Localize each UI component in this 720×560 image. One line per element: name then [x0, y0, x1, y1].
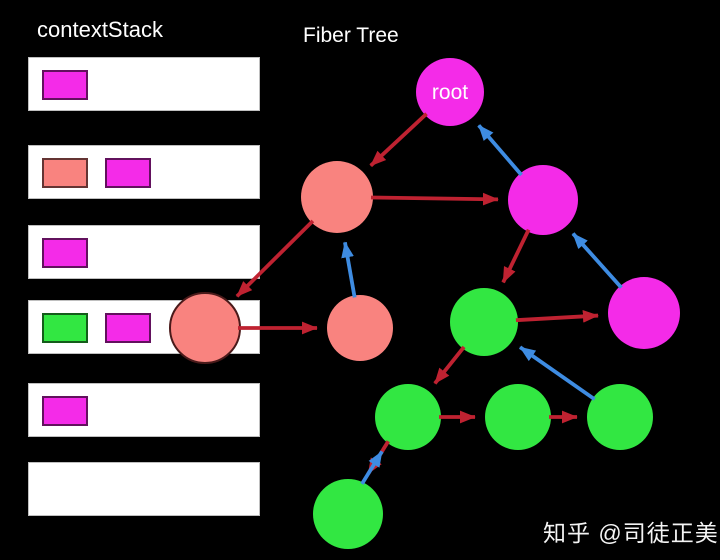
- context-item-green: [42, 313, 88, 343]
- return-pointer-arrow: [341, 241, 357, 298]
- child-pointer-arrow: [433, 345, 466, 385]
- tree-node: [313, 479, 383, 549]
- tree-node: [169, 292, 241, 364]
- tree-node: [327, 295, 393, 361]
- child-pointer-arrow: [515, 310, 599, 323]
- stack-row: [28, 225, 260, 279]
- context-item-salmon: [42, 158, 88, 188]
- child-pointer-arrow: [369, 112, 428, 168]
- stack-row: [28, 462, 260, 516]
- tree-node: [375, 384, 441, 450]
- context-item-magenta: [42, 238, 88, 268]
- context-item-magenta: [42, 396, 88, 426]
- tree-node: [485, 384, 551, 450]
- tree-node: [508, 165, 578, 235]
- watermark: 知乎 @司徒正美: [543, 520, 719, 546]
- context-item-magenta: [42, 70, 88, 100]
- child-pointer-arrow: [235, 219, 315, 298]
- stack-row: [28, 57, 260, 111]
- context-item-magenta: [105, 158, 151, 188]
- return-pointer-arrow: [360, 450, 384, 485]
- return-pointer-arrow: [518, 345, 596, 401]
- return-pointer-arrow: [477, 124, 523, 177]
- context-item-magenta: [105, 313, 151, 343]
- stack-row: [28, 383, 260, 437]
- child-pointer-arrow: [370, 192, 499, 206]
- tree-node-root: [416, 58, 484, 126]
- stack-row: [28, 145, 260, 199]
- fiber-tree-title: Fiber Tree: [303, 24, 399, 47]
- tree-node: [587, 384, 653, 450]
- tree-node: [608, 277, 680, 349]
- tree-node: [301, 161, 373, 233]
- tree-node-label: root: [432, 81, 468, 104]
- context-stack-title: contextStack: [37, 17, 163, 42]
- return-pointer-arrow: [571, 232, 623, 289]
- child-pointer-arrow: [501, 228, 531, 284]
- tree-node: [450, 288, 518, 356]
